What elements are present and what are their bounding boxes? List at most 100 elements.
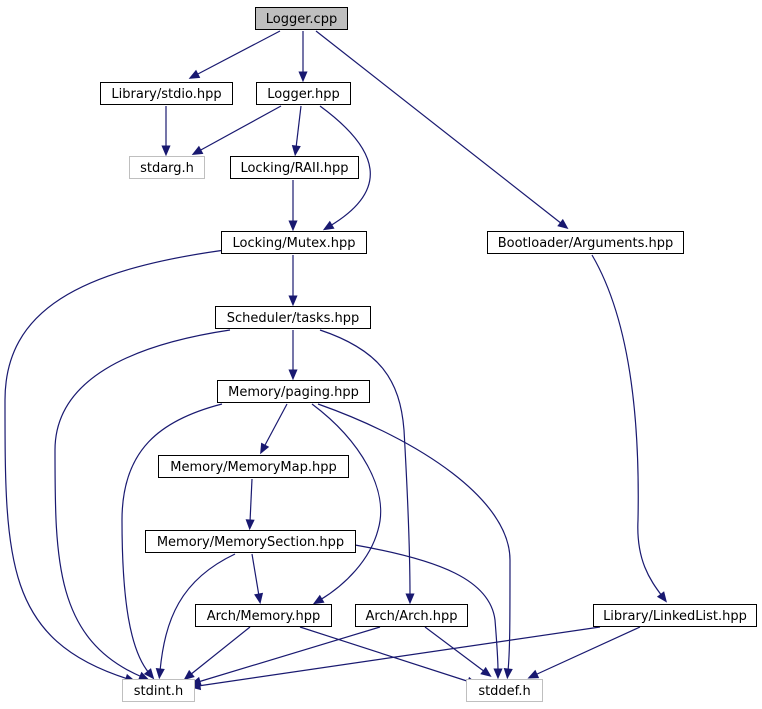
edge-arrowhead	[161, 145, 171, 157]
node-box	[158, 455, 349, 478]
node-library_stdio[interactable]: Library/stdio.hpp	[100, 82, 233, 105]
edge-memory_memorysection-to-arch_memory	[251, 553, 264, 605]
edge-memory_paging-to-stdint	[121, 403, 223, 680]
node-label: Memory/paging.hpp	[228, 385, 359, 400]
edge-arrowhead	[155, 668, 165, 680]
node-label: Arch/Memory.hpp	[207, 609, 321, 624]
edge-memory_paging-to-memory_memorymap	[260, 403, 288, 455]
edge-line	[311, 403, 382, 601]
edge-logger_cpp-to-bootloader_args	[315, 30, 569, 230]
node-locking_mutex[interactable]: Locking/Mutex.hpp	[221, 231, 367, 254]
edge-line	[121, 403, 223, 674]
edge-bootloader_args-to-library_linkedlist	[591, 254, 667, 603]
edge-arrowhead	[291, 145, 301, 157]
edge-line	[249, 478, 253, 523]
edge-arch_memory-to-stdint	[183, 626, 251, 681]
edge-arrowhead	[405, 593, 415, 605]
node-label: Logger.hpp	[267, 87, 340, 102]
edge-arch_arch-to-stddef	[424, 626, 492, 677]
node-memory_paging[interactable]: Memory/paging.hpp	[217, 380, 370, 403]
node-label: Arch/Arch.hpp	[366, 609, 458, 624]
edge-line	[424, 626, 486, 673]
edge-arrowhead	[527, 669, 540, 679]
edge-arrowhead	[143, 668, 155, 680]
edge-memory_memorymap-to-memory_memorysection	[245, 478, 255, 531]
edge-logger_hpp-to-locking_raii	[291, 105, 302, 157]
edge-line	[159, 553, 236, 672]
edge-arrowhead	[298, 71, 308, 83]
edge-arrowhead	[254, 592, 264, 605]
edge-library_stdio-to-stdarg	[161, 106, 171, 157]
node-box	[195, 604, 332, 627]
node-arch_memory[interactable]: Arch/Memory.hpp	[195, 604, 332, 627]
node-stddef: stddef.h	[466, 679, 543, 702]
edge-line	[197, 626, 601, 687]
edge-line	[354, 544, 499, 672]
node-scheduler_tasks[interactable]: Scheduler/tasks.hpp	[215, 306, 371, 329]
edge-logger_hpp-to-locking_mutex	[319, 105, 371, 231]
node-box	[466, 679, 543, 702]
edge-arch_memory-to-stddef	[299, 626, 478, 686]
edge-arrowhead	[288, 220, 298, 232]
edge-arrowhead	[656, 591, 667, 603]
node-box	[487, 231, 684, 254]
edge-arrowhead	[288, 295, 298, 307]
node-box	[217, 380, 370, 403]
edge-arrowhead	[245, 519, 255, 531]
node-label: Memory/MemoryMap.hpp	[170, 460, 336, 475]
edges-layer	[4, 30, 667, 691]
edge-line	[319, 105, 371, 227]
node-box	[355, 604, 468, 627]
edge-line	[299, 626, 471, 683]
edge-logger_cpp-to-library_stdio	[188, 30, 281, 79]
edge-locking_raii-to-locking_mutex	[288, 180, 298, 232]
edge-memory_memorysection-to-stddef	[354, 544, 503, 680]
node-label: Memory/MemorySection.hpp	[157, 535, 344, 550]
edge-arrowhead	[557, 218, 569, 230]
edge-arrowhead	[312, 594, 325, 605]
edge-scheduler_tasks-to-memory_paging	[288, 330, 298, 381]
node-box	[221, 231, 367, 254]
node-logger_cpp[interactable]: Logger.cpp	[255, 7, 348, 30]
edge-arrowhead	[188, 69, 201, 79]
node-memory_memorysection[interactable]: Memory/MemorySection.hpp	[145, 530, 356, 553]
edge-line	[198, 105, 282, 152]
edge-arrowhead	[191, 145, 204, 155]
edge-line	[263, 403, 288, 448]
node-box	[145, 530, 356, 553]
node-label: Bootloader/Arguments.hpp	[498, 236, 674, 251]
edge-scheduler_tasks-to-stdint	[54, 329, 231, 681]
edge-logger_cpp-to-logger_hpp	[298, 31, 308, 83]
edge-line	[591, 254, 663, 597]
node-label: stddef.h	[478, 684, 530, 699]
node-stdint: stdint.h	[122, 679, 195, 702]
edge-line	[189, 626, 251, 676]
node-box	[122, 679, 195, 702]
node-library_linkedlist[interactable]: Library/LinkedList.hpp	[593, 604, 757, 627]
node-locking_raii[interactable]: Locking/RAII.hpp	[230, 156, 359, 179]
node-stdarg: stdarg.h	[129, 156, 205, 179]
node-bootloader_args[interactable]: Bootloader/Arguments.hpp	[487, 231, 684, 254]
edge-memory_paging-to-arch_memory	[311, 403, 382, 605]
edge-line	[315, 30, 563, 225]
node-label: Library/LinkedList.hpp	[603, 609, 747, 624]
edge-locking_mutex-to-scheduler_tasks	[288, 255, 298, 307]
node-label: Locking/RAII.hpp	[240, 161, 348, 176]
edge-memory_memorysection-to-stdint	[155, 553, 236, 680]
node-logger_hpp[interactable]: Logger.hpp	[256, 82, 351, 105]
node-box	[215, 306, 371, 329]
node-label: stdarg.h	[140, 161, 194, 176]
edge-logger_hpp-to-stdarg	[191, 105, 282, 155]
edge-line	[4, 249, 226, 680]
node-box	[100, 82, 233, 105]
edge-line	[197, 626, 381, 683]
edge-arrowhead	[503, 668, 513, 680]
node-box	[593, 604, 757, 627]
edge-line	[195, 30, 281, 76]
node-memory_memorymap[interactable]: Memory/MemoryMap.hpp	[158, 455, 349, 478]
edge-arrowhead	[493, 668, 503, 680]
edge-line	[251, 553, 260, 597]
node-box	[255, 7, 348, 30]
node-arch_arch[interactable]: Arch/Arch.hpp	[355, 604, 468, 627]
